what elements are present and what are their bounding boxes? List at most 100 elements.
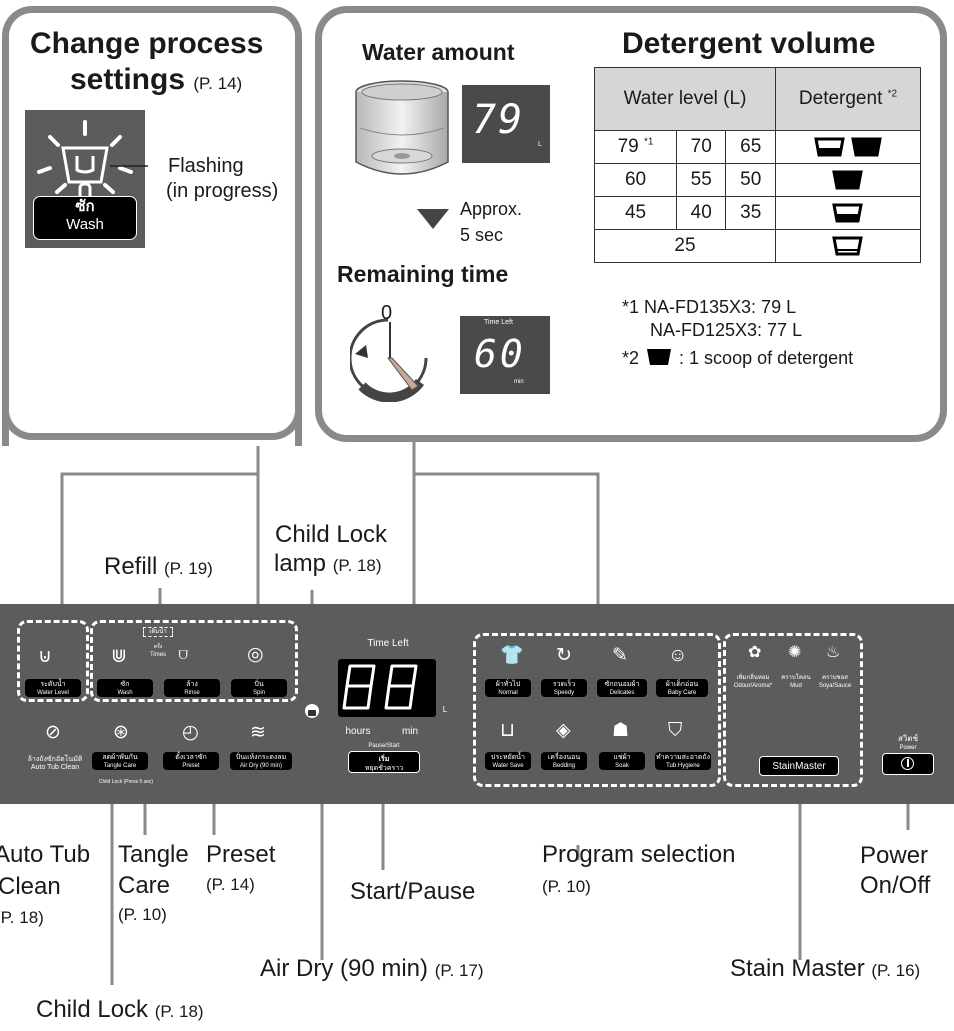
flashing-label: Flashing [168,155,244,177]
preset-callout: Preset [206,841,276,868]
wash-label-button: ซัก Wash [33,196,137,240]
power-icon [901,757,914,770]
process-settings-box [2,6,302,446]
air-dry-ref: (P. 17) [434,961,484,980]
stain-master-callout: Stain Master [730,955,865,982]
child-lock-lamp-ref: (P. 18) [332,556,382,575]
child-lock-small-label: Child Lock (Press 5 sec) [98,779,154,785]
air-dry-callout: Air Dry (90 min) [260,955,429,982]
program-group [473,633,721,787]
table-row: 45 40 35 [593,196,921,230]
power-callout: Power [860,842,929,869]
soya-sauce-icon: ♨ [826,644,841,661]
water-display-unit: L [538,141,542,148]
stain-master-ref: (P. 16) [871,961,921,980]
detergent-volume-title: Detergent volume [622,27,876,60]
wash-label-th: ซัก [75,198,95,215]
speedy-program-icon: ↻ [556,645,572,666]
scoop-icon [647,349,672,365]
approx-label: Approx. [460,199,523,219]
odour-aroma-icon: ✿ [748,644,762,661]
water-detergent-box [315,6,947,442]
process-title-ref: (P. 14) [193,74,243,93]
approx-sec-label: 5 sec [460,225,504,245]
child-lock-callout: Child Lock [36,996,149,1023]
water-level-group [17,620,89,702]
start-pause-button[interactable]: เริ่มหยุดชั่วคราว [348,751,420,773]
wash-icon: ⋓ [111,646,127,667]
refill-callout: Refill [104,553,158,580]
remaining-dial-icon [350,318,428,402]
process-group [90,620,298,702]
power-en-label: Power [899,745,917,751]
mud-icon: ✺ [788,644,802,661]
detergent-header: Detergent *2 [775,67,921,131]
main-display-digits [342,664,418,710]
times-en-label: Times [149,652,167,658]
water-amount-title: Water amount [362,39,515,65]
wash-label-en: Wash [66,216,104,233]
drum-icon [355,80,449,175]
wash-flashing-icon-panel: ซัก Wash [25,110,145,248]
time-display-label: Time Left [484,319,513,326]
water-display-value: 79 [472,97,525,143]
time-left-label: Time Left [367,638,409,649]
tangle-care-icon: ⊛ [113,722,129,743]
power-button[interactable] [882,753,934,775]
power-callout-2: On/Off [860,872,931,899]
time-display-value: 60 [474,332,526,376]
auto-tub-clean-label[interactable]: ล้างถังซักอัตโนมัติAuto Tub Clean [27,756,83,771]
air-dry-icon: ≋ [250,722,266,743]
note2-prefix: *2 [622,348,640,368]
table-row: 25 [594,229,921,263]
flashing-sub-label: (in progress) [166,180,279,202]
auto-tub-clean-icon: ⊘ [45,722,61,743]
time-display-unit: min [514,379,524,385]
note1-line2: NA-FD125X3: 77 L [650,320,803,340]
min-label: min [401,726,419,737]
baby-care-program-icon: ☺ [668,645,688,666]
normal-program-icon: 👕 [500,645,524,666]
process-title-line1: Change process [30,27,264,60]
start-pause-callout: Start/Pause [350,878,476,905]
spin-icon: ◎ [247,644,264,665]
program-selection-ref: (P. 10) [542,877,591,896]
scoop-full-half-icon [775,130,921,164]
hours-label: hours [345,726,371,737]
auto-tub-callout: Auto Tub [0,841,91,868]
tangle-care-callout-2: Care [118,872,171,899]
delicates-program-icon: ✎ [612,645,628,666]
child-lock-ref: (P. 18) [154,1002,204,1021]
power-th-label: สวิตช์ [898,734,918,743]
note2-text: : 1 scoop of detergent [679,348,854,368]
auto-tub-ref: (P. 18) [0,908,44,927]
main-display [338,659,436,717]
water-amount-display: 79 L [462,85,550,163]
times-th-label: ครั้ง [153,644,163,650]
child-lock-lamp-callout-2: lamp [274,550,327,577]
rinse-icon: ⩌ [178,646,189,663]
stainmaster-button[interactable]: StainMaster [759,756,839,776]
dial-zero-label: 0 [381,302,393,324]
down-arrow-icon [417,209,449,229]
remaining-time-display: Time Left 60 min [460,316,550,394]
pause-start-label: Pause/Start [368,743,400,749]
